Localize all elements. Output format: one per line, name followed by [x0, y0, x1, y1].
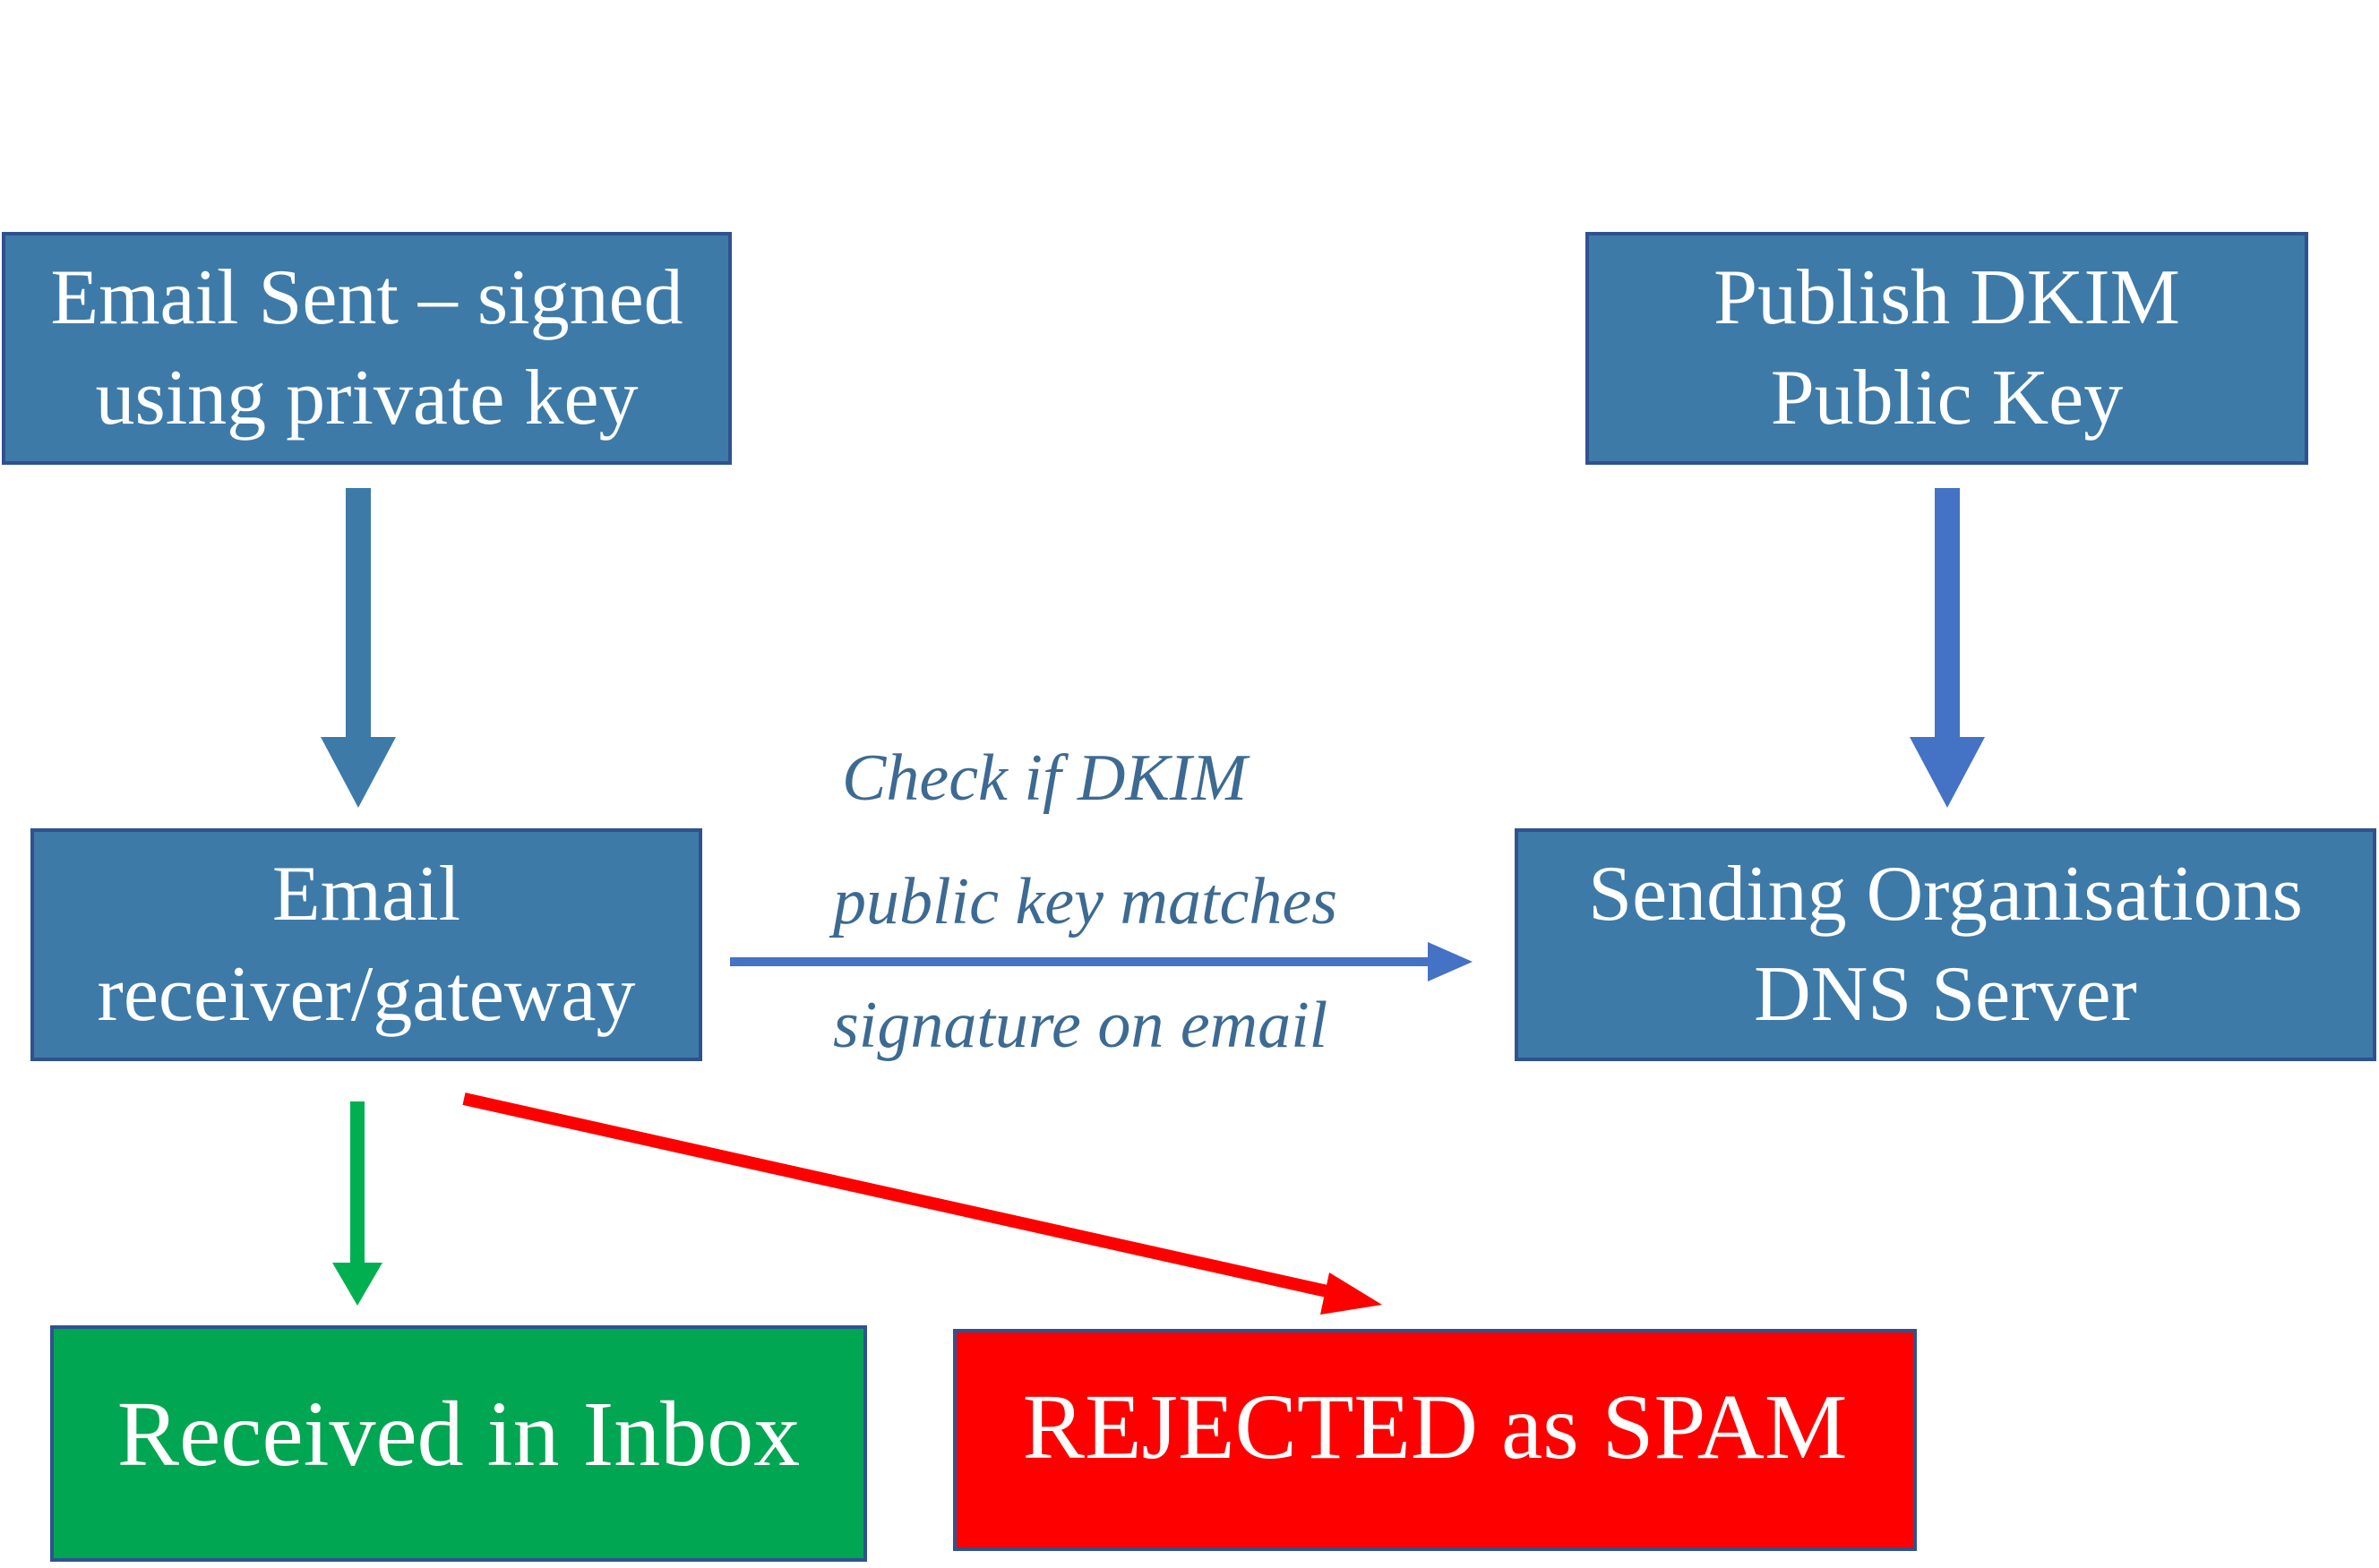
node-dns-server-line-1: Sending Organisations [1588, 851, 2303, 938]
arrow-receiver-to-inbox [332, 1101, 382, 1306]
node-email-receiver-line-2: receiver/gateway [97, 951, 636, 1038]
node-publish-dkim-line-1: Publish DKIM [1713, 254, 2180, 341]
node-rejected-as-spam: REJECTED as SPAM [953, 1329, 1917, 1551]
node-rejected-as-spam-label: REJECTED as SPAM [1022, 1375, 1848, 1478]
node-email-receiver: Email receiver/gateway [30, 828, 702, 1061]
arrow-receiver-to-rejected [462, 1092, 1382, 1315]
node-publish-dkim: Publish DKIM Public Key [1585, 232, 2308, 465]
node-email-sent-line-1: Email Sent – signed [50, 254, 683, 341]
node-email-sent-line-2: using private key [95, 355, 639, 441]
node-received-in-inbox-label: Received in Inbox [116, 1383, 801, 1486]
edge-label-check-line-2: public key matches [833, 865, 1337, 938]
node-dns-server-line-2: DNS Server [1754, 951, 2137, 1038]
node-email-sent: Email Sent – signed using private key [2, 232, 732, 465]
edge-label-check-dkim: Check if DKIM public key matches signatu… [833, 716, 1460, 1087]
node-publish-dkim-line-2: Public Key [1770, 355, 2124, 441]
edge-label-check-line-1: Check if DKIM [842, 741, 1248, 815]
node-email-receiver-line-1: Email [271, 851, 461, 938]
edge-label-check-line-3: signature on email [833, 989, 1328, 1062]
arrow-sent-to-receiver [321, 488, 396, 808]
node-dns-server: Sending Organisations DNS Server [1515, 828, 2376, 1061]
node-received-in-inbox: Received in Inbox [50, 1325, 867, 1562]
arrow-publish-to-dns [1910, 488, 1985, 808]
